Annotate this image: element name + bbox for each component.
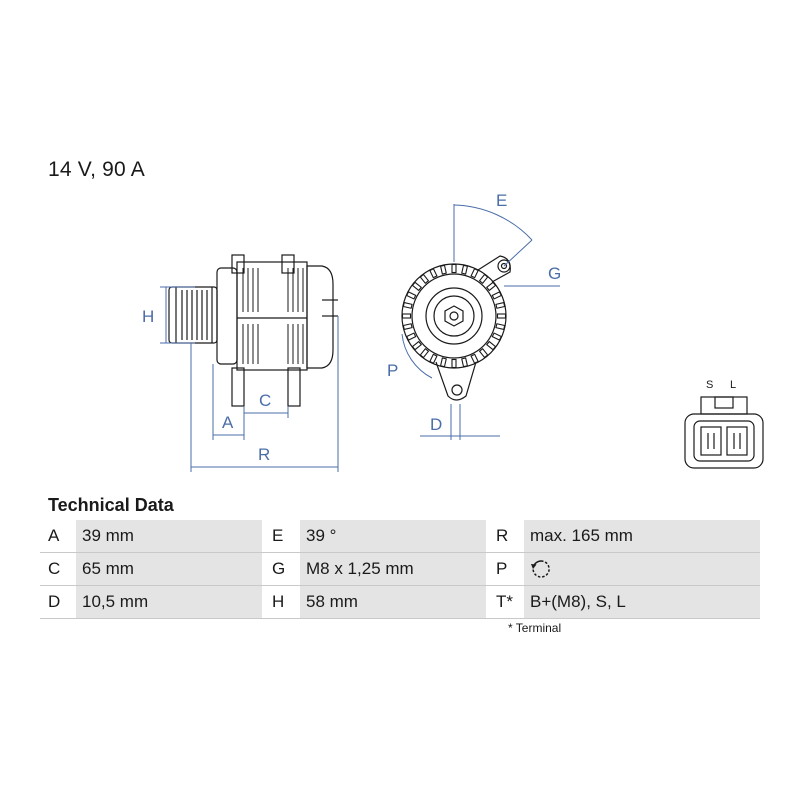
front-view-dimensions: [401, 204, 560, 440]
technical-data-title: Technical Data: [48, 495, 174, 515]
dim-label-g: G: [548, 264, 561, 283]
vent-slot: [405, 332, 417, 341]
spec-value: 65 mm: [76, 552, 262, 586]
spec-key: G: [272, 559, 286, 578]
vent-slot: [411, 340, 423, 351]
dim-label-r: R: [258, 445, 270, 464]
table-row: D 10,5 mm H 58 mm T* B+(M8), S, L: [40, 585, 760, 619]
dim-label-c: C: [259, 391, 271, 410]
vent-slot: [495, 323, 506, 331]
connector-plug: [684, 396, 764, 469]
dim-label-e: E: [496, 191, 507, 210]
dim-label-d: D: [430, 415, 442, 434]
front-view: [401, 255, 511, 401]
dim-label-h: H: [142, 307, 154, 326]
connector-label-s: S: [706, 379, 713, 391]
vent-slot: [478, 347, 489, 359]
vent-slot: [402, 323, 413, 331]
vent-slot: [402, 301, 413, 309]
pulley: [168, 286, 218, 344]
vent-slot: [439, 264, 447, 275]
spec-value: M8 x 1,25 mm: [300, 552, 486, 586]
spec-key: A: [48, 526, 60, 545]
vent-slot: [496, 313, 507, 319]
clockwise-rotation-icon: [531, 560, 550, 578]
vent-slot: [429, 353, 438, 365]
side-view: [168, 254, 338, 407]
connector-label-l: L: [730, 379, 736, 391]
vent-slot: [470, 353, 479, 365]
vent-slot: [491, 332, 503, 341]
vent-slot: [429, 267, 438, 279]
vent-slot: [419, 273, 430, 285]
spec-value: 10,5 mm: [76, 585, 262, 619]
spec-value: 39 mm: [76, 520, 262, 553]
vent-slot: [470, 267, 479, 279]
spec-value: 58 mm: [300, 585, 486, 619]
vent-slot: [461, 357, 469, 368]
table-row: A 39 mm E 39 ° R max. 165 mm: [40, 520, 760, 553]
spec-key: P: [496, 559, 508, 578]
vent-slot: [451, 263, 457, 274]
product-title: 14 V, 90 A: [48, 158, 145, 181]
dim-label-a: A: [222, 413, 234, 432]
table-row: C 65 mm G M8 x 1,25 mm P: [40, 552, 760, 586]
vent-slot: [485, 281, 497, 292]
vent-slot: [495, 301, 506, 309]
spec-value: 39 °: [300, 520, 486, 553]
vent-slot: [439, 357, 447, 368]
vent-slot: [405, 291, 417, 300]
vent-slot: [419, 347, 430, 359]
vent-slot: [401, 313, 412, 319]
vent-slot: [461, 264, 469, 275]
vent-slot: [411, 281, 423, 292]
side-view-dimensions: [160, 286, 339, 472]
vent-slot: [451, 358, 457, 369]
spec-key: H: [272, 592, 285, 611]
spec-value: max. 165 mm: [524, 520, 760, 553]
spec-key: C: [48, 559, 61, 578]
vent-slot: [491, 291, 503, 300]
spec-key: R: [496, 526, 509, 545]
vent-slot: [485, 340, 497, 351]
rotation-direction-value: [524, 552, 760, 586]
terminal-footnote: * Terminal: [508, 621, 562, 635]
spec-key: E: [272, 526, 284, 545]
vent-slot: [478, 273, 489, 285]
spec-key: D: [48, 592, 61, 611]
spec-value: B+(M8), S, L: [524, 585, 760, 619]
spec-key: T*: [496, 592, 513, 611]
dim-label-p: P: [387, 361, 398, 380]
technical-data-table: A 39 mm E 39 ° R max. 165 mm C 65 mm G M…: [40, 520, 760, 619]
